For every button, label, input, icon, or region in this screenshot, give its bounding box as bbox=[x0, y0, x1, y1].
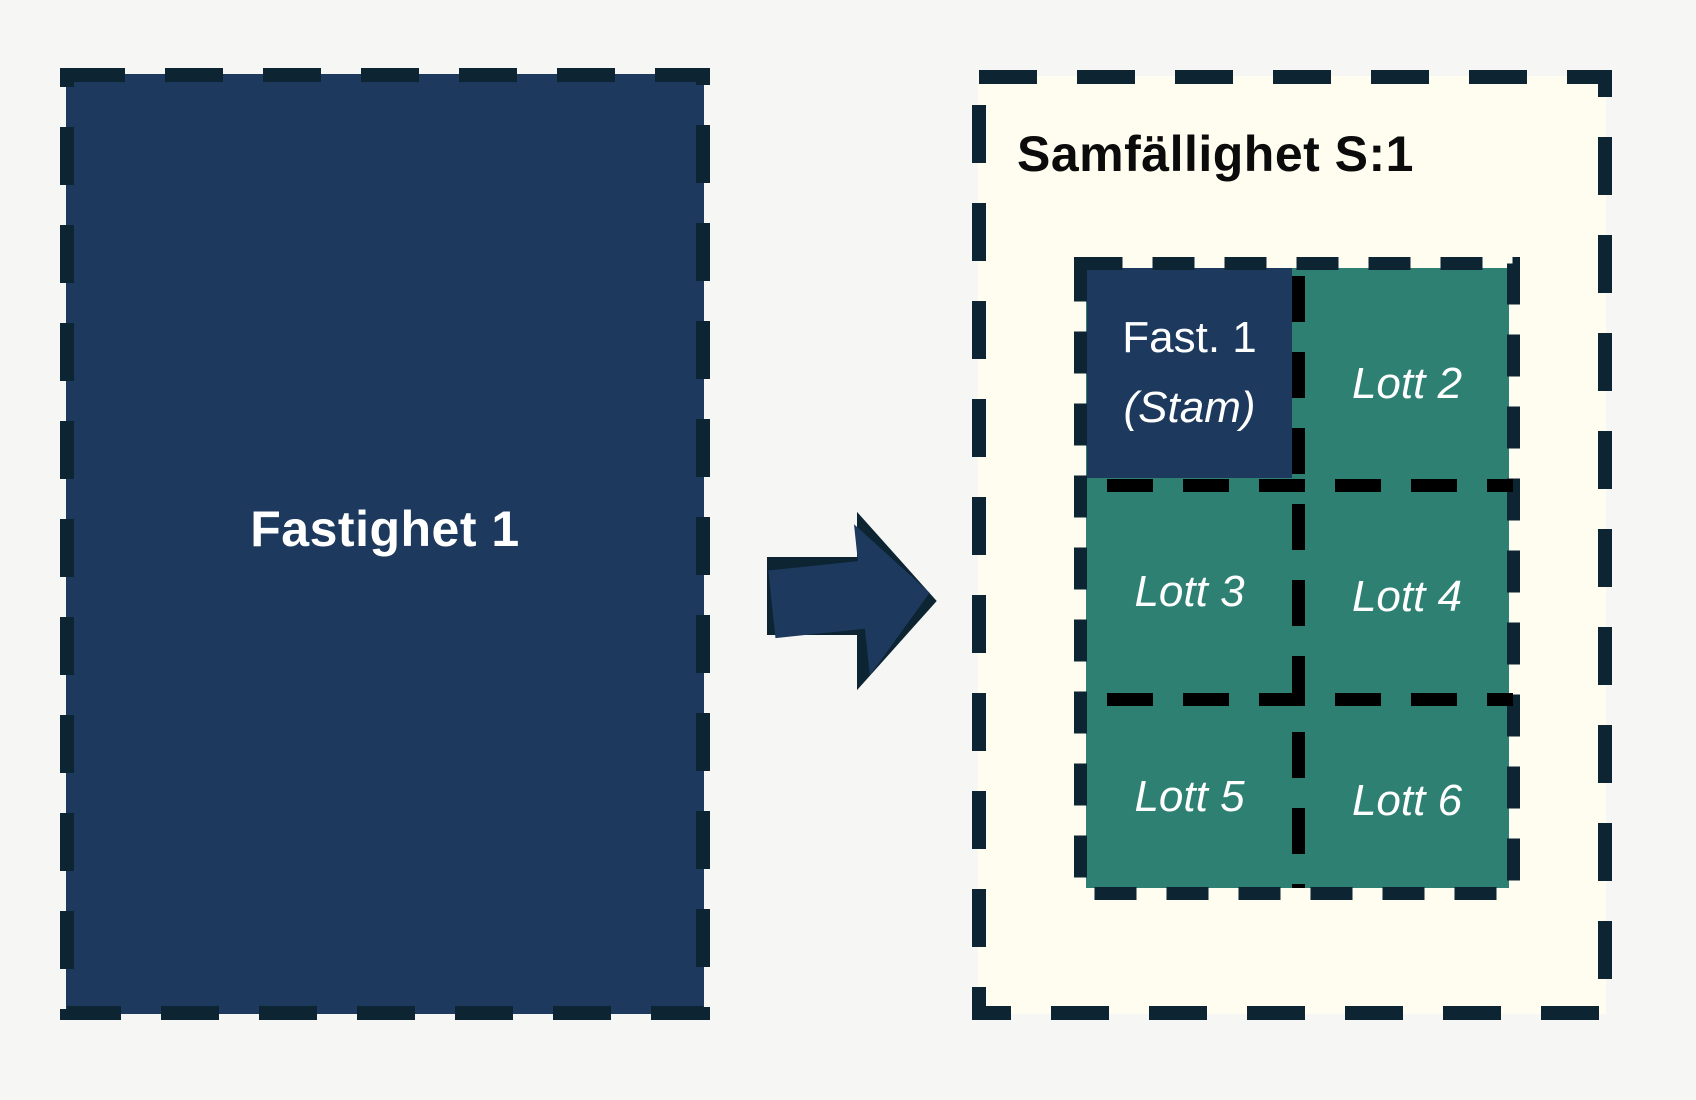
lot-grid-separators bbox=[1074, 257, 1520, 900]
right-arrow-icon bbox=[752, 486, 952, 701]
fastighet-1-parcel: Fastighet 1 bbox=[60, 68, 710, 1020]
cell-fast-1-line1: Fast. 1 bbox=[1122, 312, 1257, 362]
cell-fast-1 bbox=[1087, 268, 1292, 478]
fastighet-1-label: Fastighet 1 bbox=[250, 501, 520, 557]
fastighet-1-fill bbox=[66, 74, 704, 1014]
samfallighet-panel: Samfällighet S:1 Fast. 1 (Stam) Lott 2 L… bbox=[972, 70, 1612, 1020]
fastighet-1-dashed-border bbox=[60, 68, 710, 1020]
cell-lott-5-label: Lott 5 bbox=[1134, 772, 1245, 821]
cell-lott-4-label: Lott 4 bbox=[1351, 572, 1463, 621]
cell-lott-2-label: Lott 2 bbox=[1351, 359, 1463, 408]
cell-fast-1-label: Fast. 1 (Stam) bbox=[1087, 268, 1292, 478]
cell-lott-3-label: Lott 3 bbox=[1134, 567, 1245, 616]
samfallighet-title: Samfällighet S:1 bbox=[1017, 126, 1414, 182]
right-arrow-svg bbox=[767, 511, 937, 691]
cell-lott-6-label: Lott 6 bbox=[1351, 776, 1463, 825]
cell-fast-1-line2: (Stam) bbox=[1123, 383, 1256, 432]
samfallighet-dashed-border bbox=[972, 70, 1612, 1020]
lot-grid: Fast. 1 (Stam) Lott 2 Lott 3 Lott 4 Lott… bbox=[1074, 257, 1520, 900]
